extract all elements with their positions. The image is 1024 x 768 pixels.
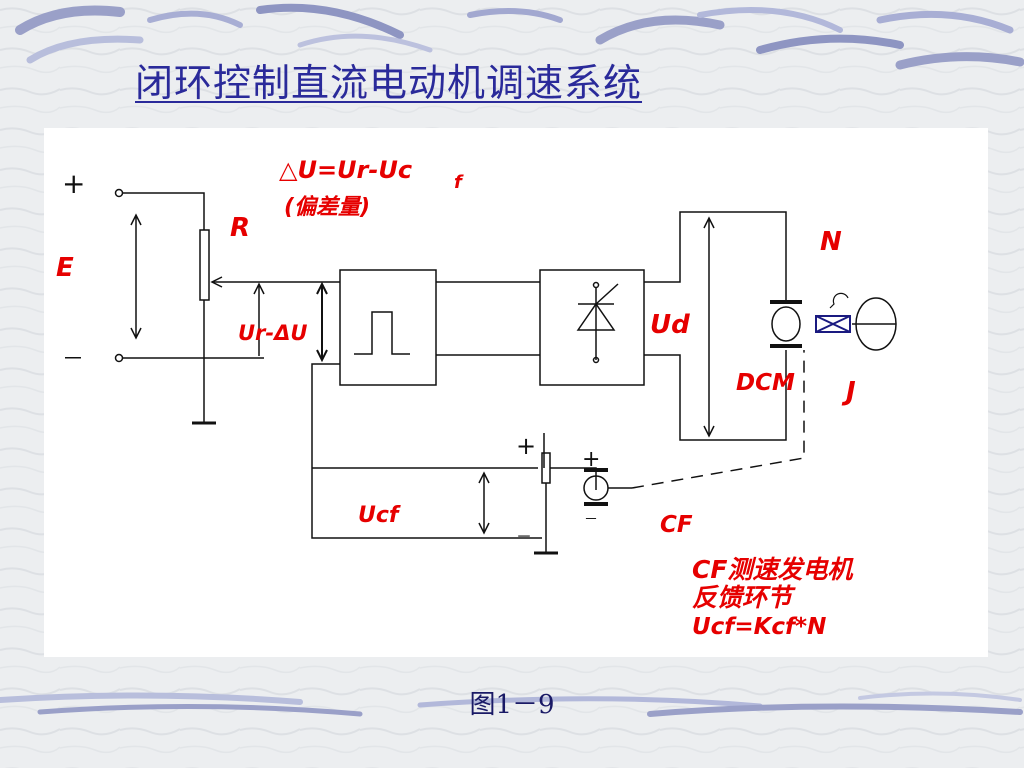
bottom-decoration xyxy=(0,691,1023,717)
note-line-2: 反馈环节 xyxy=(692,583,796,612)
wiper-arrow xyxy=(210,276,223,288)
ucf-arrow xyxy=(478,471,490,535)
label-r: R xyxy=(230,213,250,243)
delta-u-arrow xyxy=(316,281,328,363)
label-delta-u-sub: f xyxy=(454,172,464,193)
motor-return xyxy=(644,350,787,441)
label-dcm: DCM xyxy=(736,370,795,396)
shaft-coupling xyxy=(815,292,851,333)
figure-caption: 图1－9 xyxy=(469,690,555,720)
note-line-1: CF测速发电机 xyxy=(692,555,854,584)
slide-title: 闭环控制直流电动机调速系统 xyxy=(135,61,643,105)
label-ur-du: Ur-ΔU xyxy=(238,321,307,345)
note-line-3: Ucf=Kcf*N xyxy=(692,614,826,640)
coupling-dashed xyxy=(631,350,805,489)
supply-arrow xyxy=(130,213,142,340)
label-j: J xyxy=(841,377,856,407)
thyristor-diode xyxy=(576,283,619,331)
controller-lower-input xyxy=(311,363,542,539)
motor-armature xyxy=(771,306,801,342)
label-e: E xyxy=(56,253,74,283)
ud-arrow xyxy=(703,216,715,438)
pulse-symbol xyxy=(354,311,410,355)
label-minus: － xyxy=(62,347,84,372)
label-cf-plus: + xyxy=(582,447,600,472)
supply-top-wire xyxy=(123,192,205,230)
potentiometer-r xyxy=(199,229,210,301)
ur-arrow xyxy=(253,282,265,356)
label-deviation: (偏差量) xyxy=(284,194,370,220)
label-cf: CF xyxy=(660,512,693,538)
label-n: N xyxy=(820,227,842,257)
label-pot-plus: + xyxy=(516,432,536,460)
circuit-diagram-panel: + － E R △U=Ur-Uc f (偏差量) Ur-ΔU Ud N DCM … xyxy=(44,128,988,657)
circuit-diagram: + － E R △U=Ur-Uc f (偏差量) Ur-ΔU Ud N DCM … xyxy=(56,156,897,640)
wiring xyxy=(114,188,897,555)
label-pot-minus: － xyxy=(516,527,532,546)
feedback-loop xyxy=(312,364,540,468)
label-plus: + xyxy=(62,167,85,200)
terminal-plus xyxy=(114,188,124,198)
label-cf-minus: － xyxy=(584,512,598,528)
controller-block xyxy=(339,269,437,386)
label-ud: Ud xyxy=(650,310,690,340)
thyristor-block xyxy=(539,269,645,386)
motor-feed xyxy=(644,211,787,302)
top-decoration xyxy=(15,3,1024,70)
feedback-potentiometer xyxy=(541,452,551,484)
label-delta-u: △U=Ur-Uc xyxy=(279,156,412,184)
terminal-minus xyxy=(114,353,124,363)
label-ucf: Ucf xyxy=(358,503,401,528)
